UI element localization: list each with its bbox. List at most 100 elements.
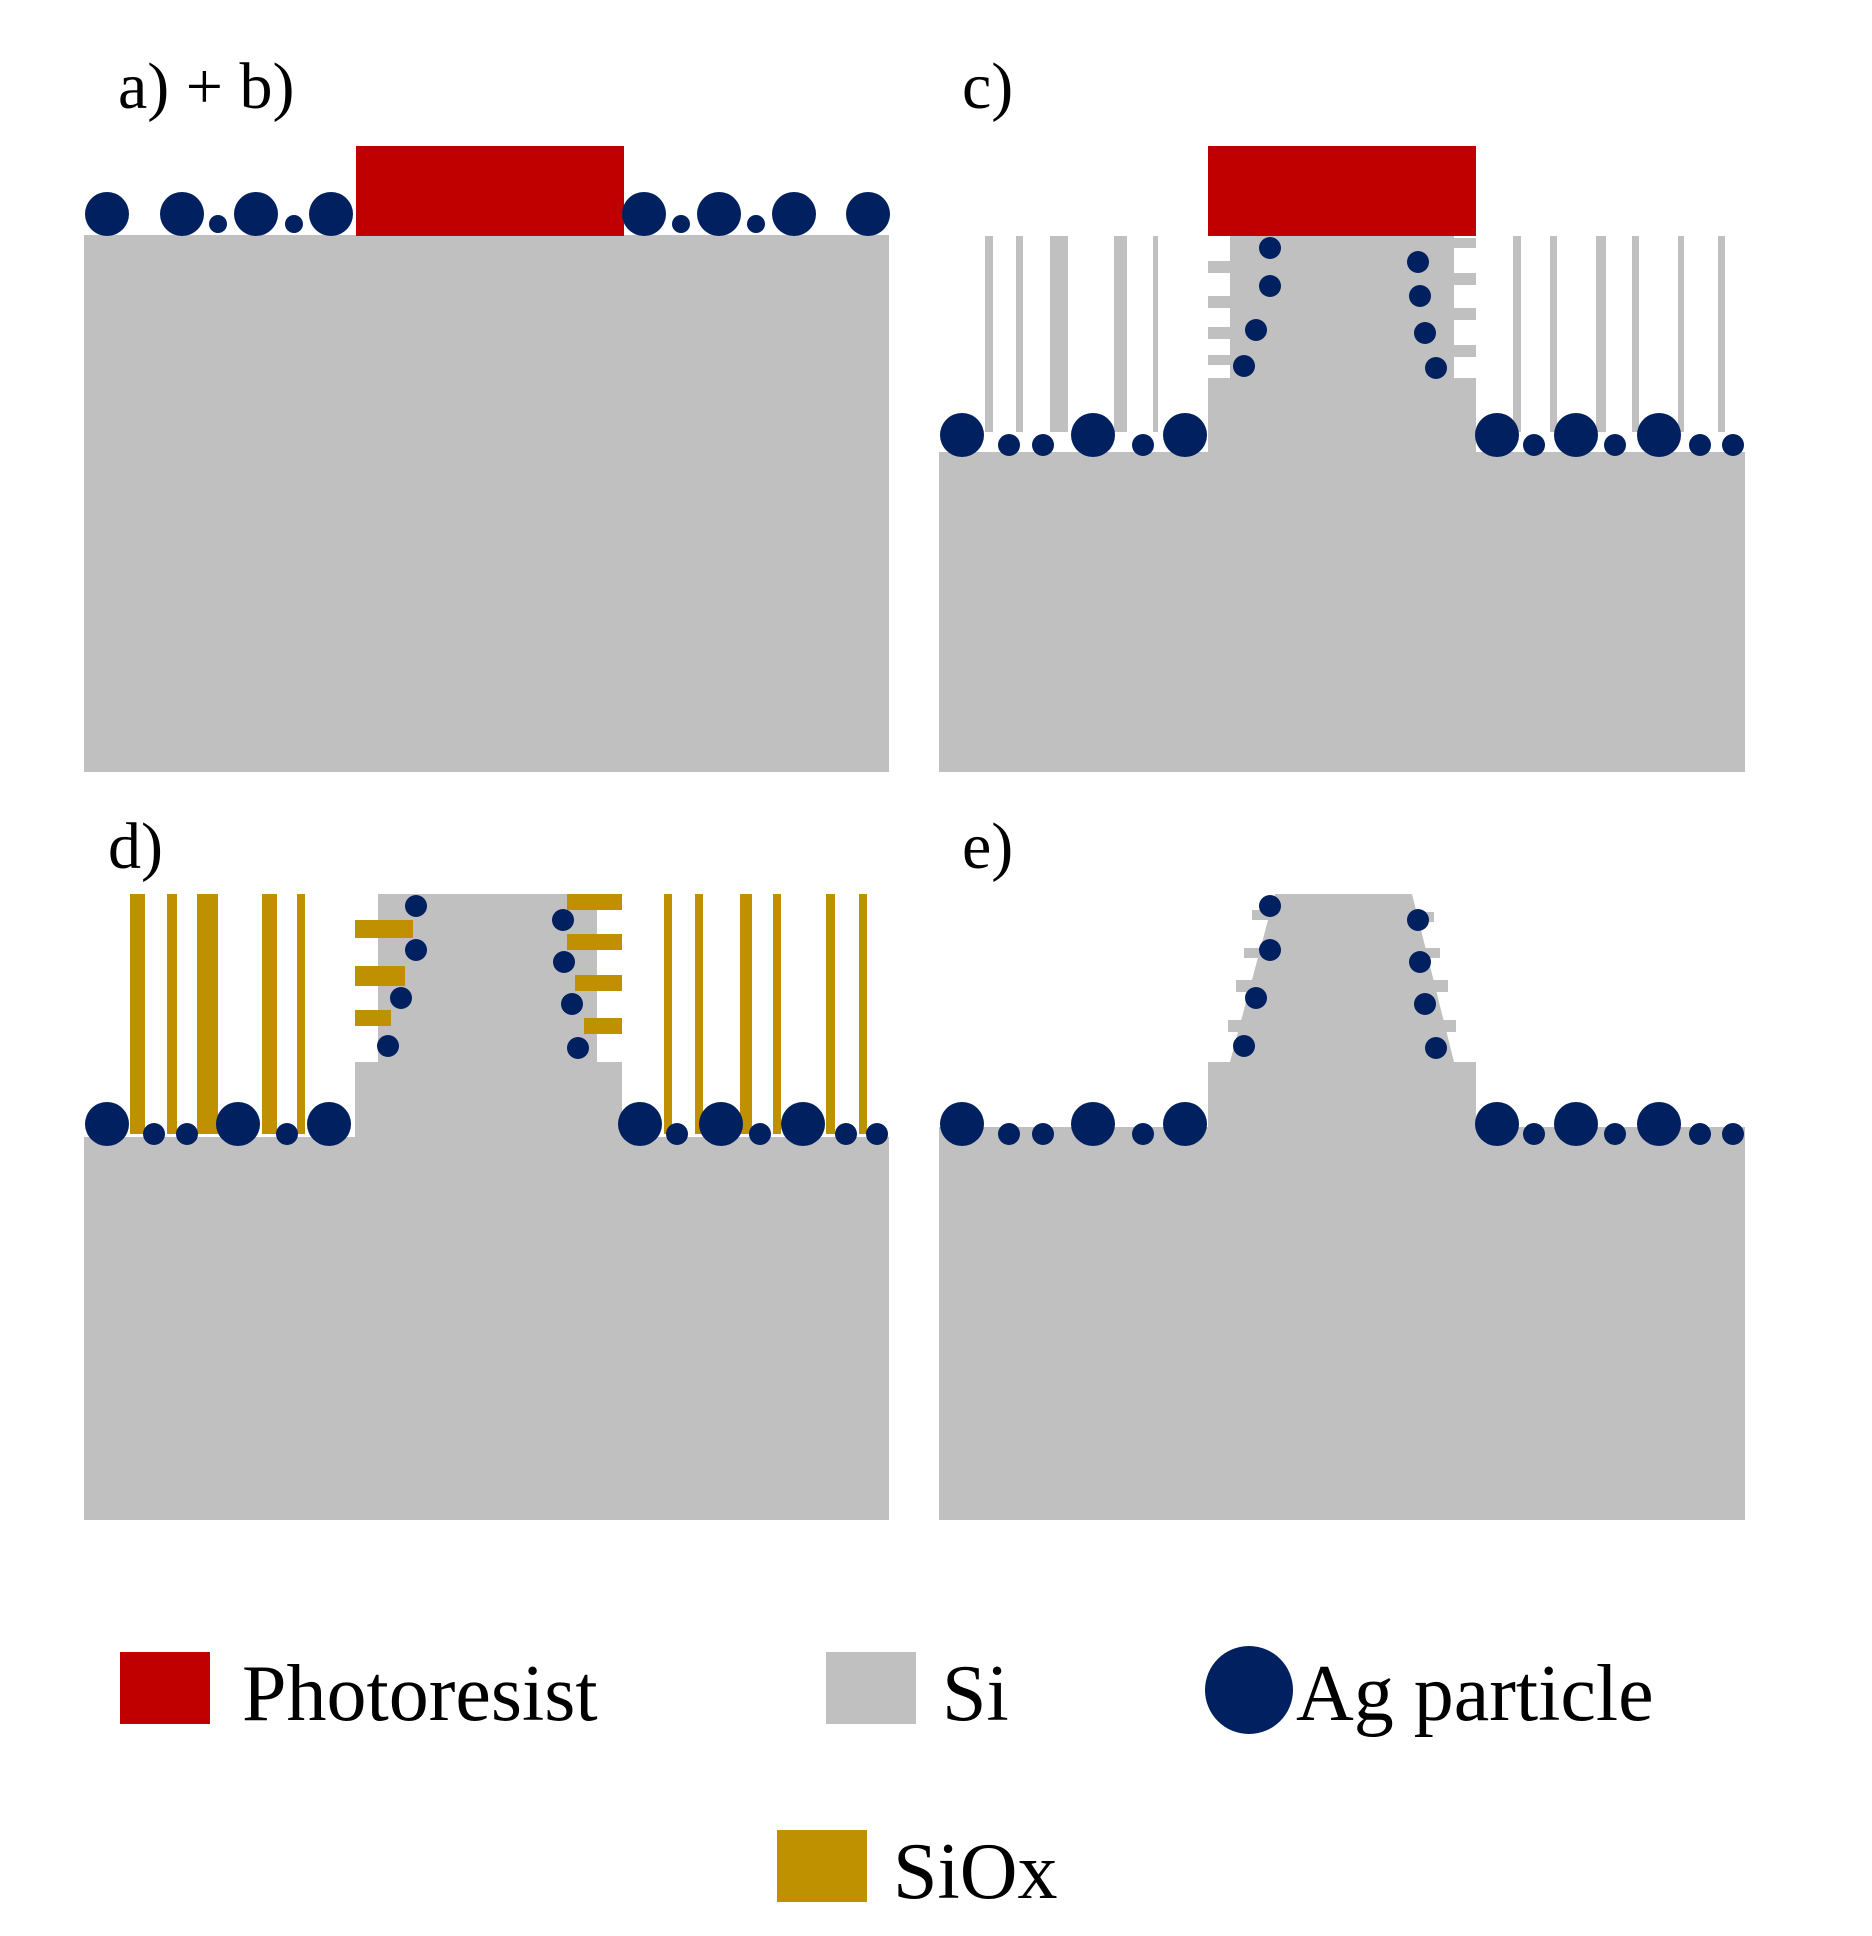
si-wire	[1050, 236, 1068, 432]
si-wire	[1424, 980, 1448, 992]
legend-swatch-photoresist	[120, 1652, 210, 1724]
si-wire	[1412, 238, 1476, 248]
panel-d: d)	[84, 810, 889, 1520]
si-wire	[1208, 355, 1248, 365]
si-wire	[1632, 236, 1639, 432]
si-wire	[1596, 236, 1606, 432]
ag-particle	[1722, 1123, 1744, 1145]
ag-particle	[216, 1102, 260, 1146]
ag-particle	[1554, 1102, 1598, 1146]
ag-particle	[747, 215, 765, 233]
siox-wire	[355, 966, 405, 986]
legend-item-si: Si	[826, 1650, 1009, 1738]
ag-particle	[176, 1123, 198, 1145]
si-wire	[1678, 236, 1684, 432]
ag-particle	[672, 215, 690, 233]
siox-wire	[567, 934, 622, 950]
siox-wire	[695, 894, 703, 1134]
panel-c-label: c)	[962, 50, 1013, 123]
ag-particle	[160, 192, 204, 236]
ag-particle	[1475, 413, 1519, 457]
ag-particle	[835, 1123, 857, 1145]
siox-wire	[355, 920, 413, 938]
legend-label-siox: SiOx	[893, 1828, 1058, 1916]
si-side-wires	[1208, 238, 1476, 365]
ag-particle	[998, 1123, 1020, 1145]
ag-particle	[405, 939, 427, 961]
ag-particle	[1163, 1102, 1207, 1146]
ag-particles	[940, 237, 1744, 457]
siox-wire	[826, 894, 835, 1134]
si-wire	[1550, 236, 1557, 432]
ag-particle	[1132, 434, 1154, 456]
ag-particle	[622, 192, 666, 236]
siox-wire	[740, 894, 752, 1134]
ag-particle	[85, 192, 129, 236]
siox-wire	[773, 894, 781, 1134]
siox-wire	[297, 894, 305, 1134]
panel-ab-label: a) + b)	[118, 50, 294, 123]
si-substrate	[939, 236, 1745, 772]
ag-particle	[405, 895, 427, 917]
ag-particle	[1259, 895, 1281, 917]
ag-particle	[1604, 1123, 1626, 1145]
si-wire	[1208, 261, 1263, 273]
si-wire	[1420, 308, 1476, 320]
si-wire	[1244, 948, 1268, 958]
photoresist-block	[356, 146, 624, 236]
ag-particle	[1409, 285, 1431, 307]
panel-d-label: d)	[108, 810, 163, 883]
siox-wire	[197, 894, 218, 1134]
ag-particle	[697, 192, 741, 236]
ag-particles	[940, 895, 1744, 1146]
siox-wire	[575, 975, 622, 991]
ag-particle	[377, 1035, 399, 1057]
ag-particle	[1071, 413, 1115, 457]
legend-swatch-ag	[1205, 1646, 1293, 1734]
si-wire	[1412, 273, 1476, 285]
siox-wire	[567, 894, 622, 910]
ag-particle	[85, 1102, 129, 1146]
ag-particle	[561, 993, 583, 1015]
legend-item-ag: Ag particle	[1205, 1646, 1654, 1738]
si-substrate	[939, 894, 1745, 1520]
ag-particle	[866, 1123, 888, 1145]
si-nanowires	[985, 236, 1725, 432]
legend-item-photoresist: Photoresist	[120, 1650, 598, 1738]
ag-particles	[85, 192, 890, 236]
si-wire	[1513, 236, 1521, 432]
panel-e: e)	[939, 810, 1745, 1520]
ag-particle	[1414, 322, 1436, 344]
ag-particle	[1233, 1035, 1255, 1057]
si-substrate	[84, 235, 889, 772]
si-wire	[1208, 327, 1256, 339]
si-wire	[985, 236, 993, 432]
ag-particle	[285, 215, 303, 233]
ag-particle	[1233, 355, 1255, 377]
legend-swatch-siox	[777, 1830, 867, 1902]
ag-particle	[234, 192, 278, 236]
legend-label-si: Si	[942, 1650, 1009, 1738]
ag-particle	[1407, 251, 1429, 273]
ag-particle	[143, 1123, 165, 1145]
ag-particle	[1259, 237, 1281, 259]
photoresist-block	[1208, 146, 1476, 236]
legend: Photoresist Si Ag particle SiOx	[120, 1646, 1654, 1916]
siox-side-wires	[355, 894, 622, 1034]
ag-particle	[618, 1102, 662, 1146]
ag-particle	[1604, 434, 1626, 456]
legend-label-ag: Ag particle	[1296, 1650, 1654, 1738]
ag-particles	[85, 895, 888, 1146]
si-wire	[1432, 1020, 1456, 1032]
ag-particle	[1245, 319, 1267, 341]
ag-particle	[940, 1102, 984, 1146]
si-wire	[1114, 236, 1127, 432]
ag-particle	[781, 1102, 825, 1146]
panel-e-label: e)	[962, 810, 1013, 883]
ag-particle	[307, 1102, 351, 1146]
siox-wire	[167, 894, 177, 1134]
ag-particle	[567, 1037, 589, 1059]
ag-particle	[1637, 413, 1681, 457]
ag-particle	[998, 434, 1020, 456]
ag-particle	[1132, 1123, 1154, 1145]
